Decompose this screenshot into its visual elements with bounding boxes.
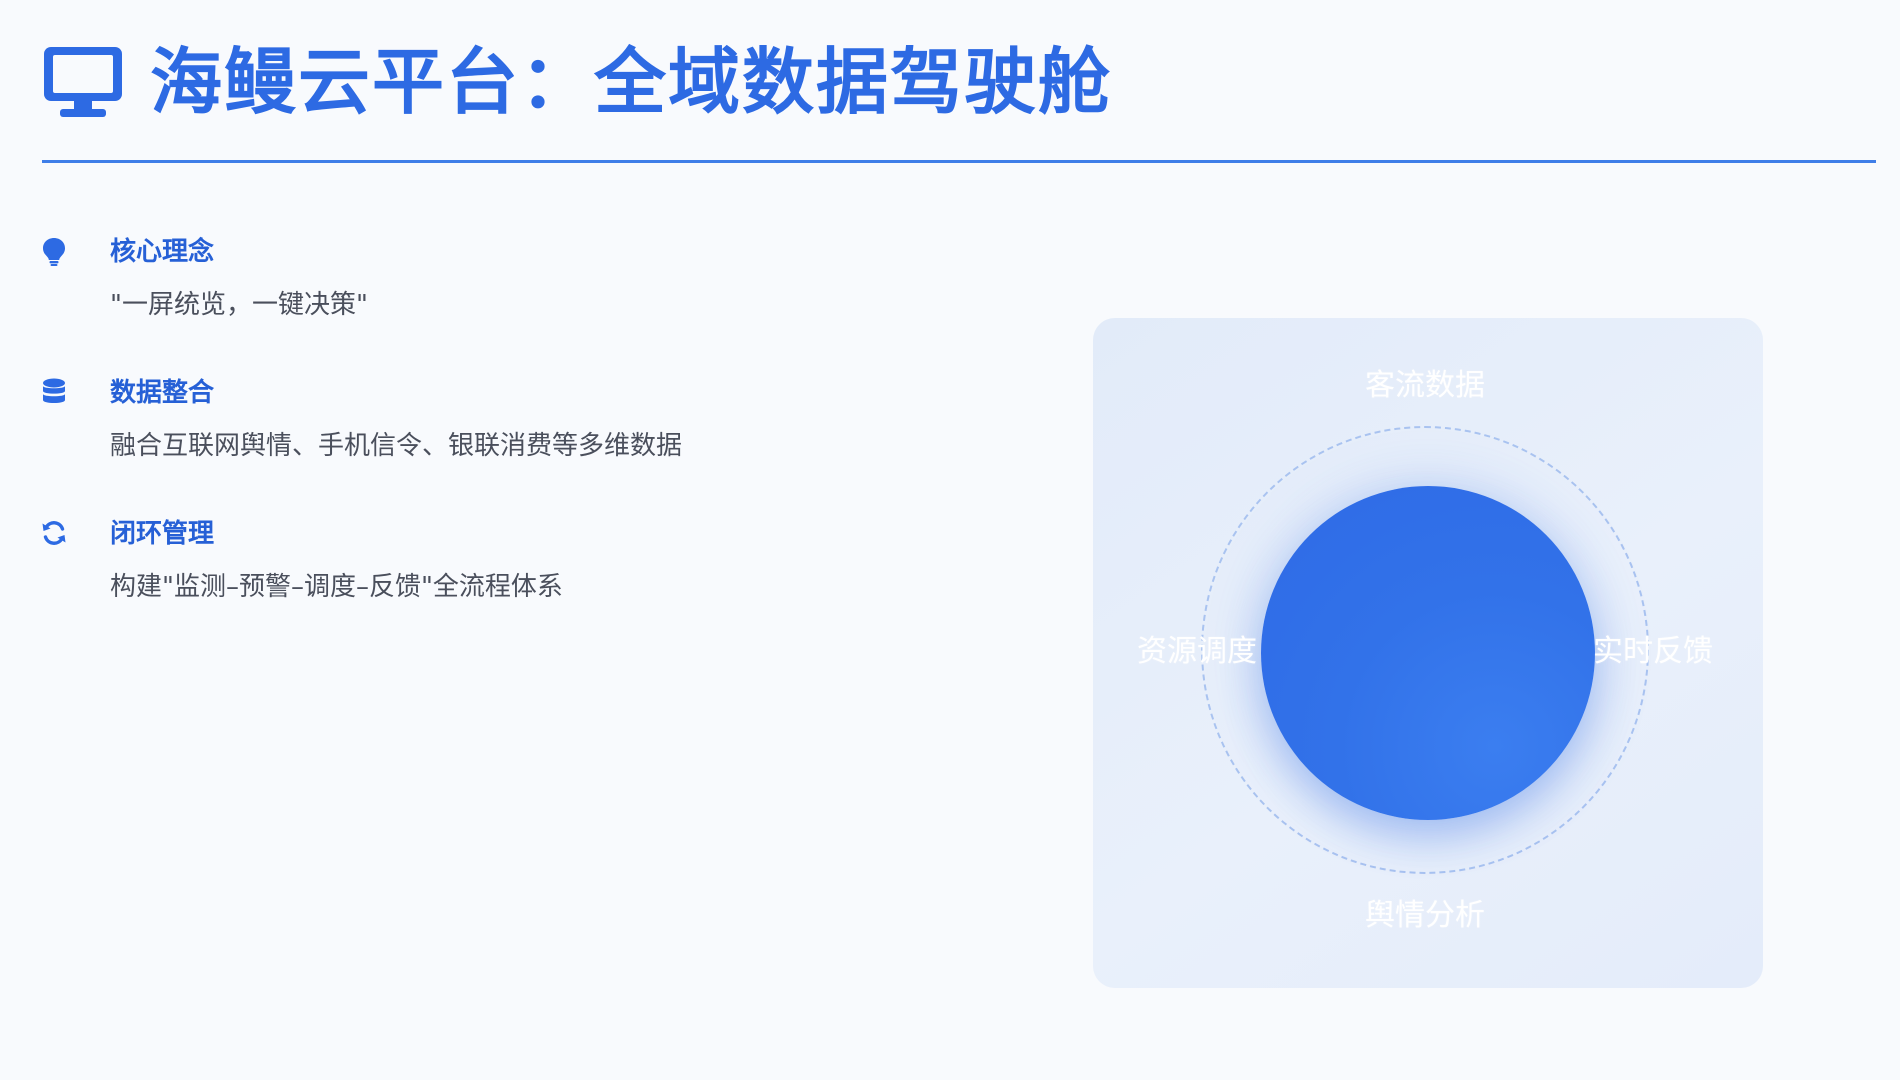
node-resource-dispatch: 资源调度 — [1137, 634, 1257, 669]
cycle-diagram: 客流数据 实时反馈 舆情分析 资源调度 — [1093, 318, 1763, 988]
feature-description: "一屏统览，一键决策" — [110, 290, 368, 320]
node-passenger-flow: 客流数据 — [1365, 368, 1485, 403]
page-title: 海鳗云平台：全域数据驾驶舱 — [150, 40, 1113, 124]
feature-title: 闭环管理 — [110, 519, 215, 549]
refresh-icon — [42, 521, 66, 545]
feature-title: 核心理念 — [110, 237, 215, 267]
feature-description: 融合互联网舆情、手机信令、银联消费等多维数据 — [110, 431, 683, 461]
feature-description: 构建"监测–预警–调度–反馈"全流程体系 — [110, 572, 563, 602]
header-divider — [42, 160, 1876, 163]
lightbulb-icon — [43, 238, 65, 266]
node-realtime-feedback: 实时反馈 — [1593, 634, 1713, 669]
database-icon — [43, 378, 65, 403]
dashed-ring — [1201, 426, 1649, 874]
monitor-icon — [44, 47, 122, 117]
node-sentiment-analysis: 舆情分析 — [1365, 898, 1485, 933]
feature-title: 数据整合 — [110, 378, 215, 408]
core-circle — [1261, 486, 1595, 820]
header: 海鳗云平台：全域数据驾驶舱 — [42, 40, 1112, 124]
